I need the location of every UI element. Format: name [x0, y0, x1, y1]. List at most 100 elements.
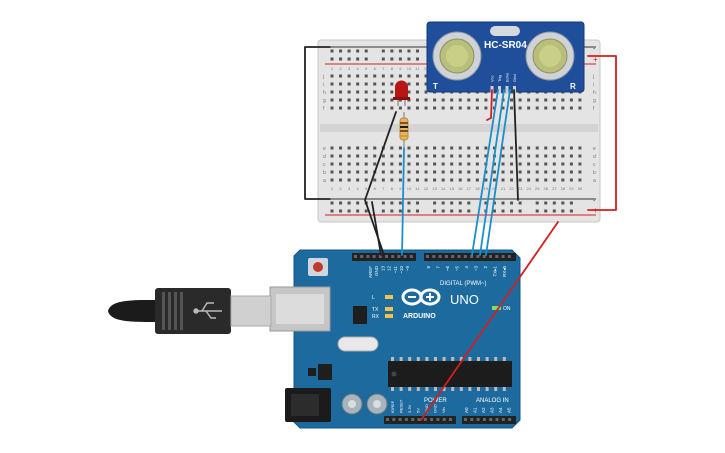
breadboard-hole: [347, 90, 351, 94]
breadboard-hole: [364, 178, 368, 182]
led-l-label: L: [372, 295, 375, 301]
rail-hole: [381, 57, 385, 61]
rail-hole: [518, 209, 522, 213]
breadboard-hole: [441, 170, 445, 174]
rail-hole: [407, 201, 411, 205]
breadboard-hole: [433, 154, 437, 158]
header-hole: [360, 255, 364, 258]
breadboard-hole: [450, 162, 454, 166]
breadboard-hole: [330, 82, 334, 86]
breadboard-hole: [381, 90, 385, 94]
rail-hole: [356, 49, 360, 53]
breadboard-hole: [356, 90, 360, 94]
breadboard-hole: [441, 146, 445, 150]
rail-hole: [518, 201, 522, 205]
transducer-left: [432, 31, 482, 81]
breadboard-hole: [518, 154, 522, 158]
breadboard-hole: [535, 154, 539, 158]
digital-pin-label: 12: [387, 266, 392, 272]
rail-hole: [450, 209, 454, 213]
rail-hole: [390, 57, 394, 61]
breadboard-hole: [381, 154, 385, 158]
breadboard-hole: [381, 74, 385, 78]
header-hole: [403, 255, 407, 258]
rail-hole: [398, 49, 402, 53]
column-number: 1: [331, 66, 334, 71]
breadboard-hole: [475, 178, 479, 182]
breadboard-hole: [398, 154, 402, 158]
header-pin-holes: [354, 255, 512, 421]
breadboard-hole: [552, 106, 556, 110]
digital-pin-label: 8: [426, 266, 431, 269]
row-letter-left: a: [323, 178, 326, 184]
breadboard-hole: [356, 178, 360, 182]
rail-hole: [364, 49, 368, 53]
breadboard-hole: [381, 162, 385, 166]
breadboard-hole: [398, 162, 402, 166]
power-jack-inner: [291, 394, 319, 416]
breadboard-hole: [373, 162, 377, 166]
column-number: 22: [509, 186, 514, 191]
breadboard-hole: [390, 90, 394, 94]
power-pin-label: Vin: [441, 407, 446, 413]
breadboard-hole: [356, 154, 360, 158]
header-hole: [378, 255, 382, 258]
rail-hole: [458, 201, 462, 205]
breadboard-hole: [347, 74, 351, 78]
breadboard-hole: [527, 146, 531, 150]
column-number: 26: [544, 186, 549, 191]
digital-pin-label: TX▸1: [493, 266, 498, 277]
chip-leg: [477, 387, 480, 391]
breadboard-hole: [347, 98, 351, 102]
column-number: 9: [399, 66, 402, 71]
row-letter-right: f: [593, 106, 595, 112]
digital-pin-label: GND: [374, 265, 379, 276]
breadboard-hole: [527, 162, 531, 166]
rail-hole: [398, 209, 402, 213]
breadboard-hole: [450, 98, 454, 102]
digital-pin-label: 7: [436, 266, 441, 269]
resistor: [399, 112, 409, 148]
breadboard-hole: [501, 146, 505, 150]
wire-sensor-vcc: [486, 89, 493, 121]
atmega-chip-pins: [391, 357, 506, 391]
breadboard-hole: [364, 162, 368, 166]
breadboard-hole: [569, 170, 573, 174]
column-number: 4: [357, 66, 360, 71]
breadboard-hole: [484, 154, 488, 158]
column-number: 25: [535, 186, 540, 191]
header-hole: [495, 255, 499, 258]
sensor-pin-label: Vcc: [490, 75, 495, 82]
wires: [304, 46, 617, 421]
led-tx-label: TX: [372, 307, 379, 313]
digital-pin-label: ~10: [399, 266, 404, 274]
breadboard-hole: [441, 162, 445, 166]
breadboard-hole: [561, 146, 565, 150]
chip-leg: [391, 387, 394, 391]
breadboard-hole: [527, 170, 531, 174]
rail-hole: [416, 209, 419, 213]
row-letter-right: h: [593, 90, 596, 96]
breadboard-hole: [569, 106, 573, 110]
breadboard-hole: [416, 162, 419, 166]
rail-minus-label-top: -: [593, 46, 596, 53]
column-number: 29: [569, 186, 574, 191]
header-hole: [464, 418, 467, 421]
header-hole: [451, 255, 455, 258]
breadboard-hole: [569, 146, 573, 150]
breadboard-hole: [330, 170, 334, 174]
sensor-model-label: HC-SR04: [484, 40, 527, 51]
atmega-chip: [388, 361, 512, 387]
analog-pin-label: A3: [490, 407, 495, 413]
breadboard-hole: [578, 98, 582, 102]
breadboard-hole: [510, 146, 514, 150]
rail-hole: [416, 57, 419, 61]
breadboard-hole: [398, 74, 402, 78]
rail-hole: [552, 209, 556, 213]
rail-hole: [407, 57, 411, 61]
breadboard-hole: [458, 98, 462, 102]
breadboard-hole: [364, 82, 368, 86]
breadboard-hole: [390, 98, 394, 102]
